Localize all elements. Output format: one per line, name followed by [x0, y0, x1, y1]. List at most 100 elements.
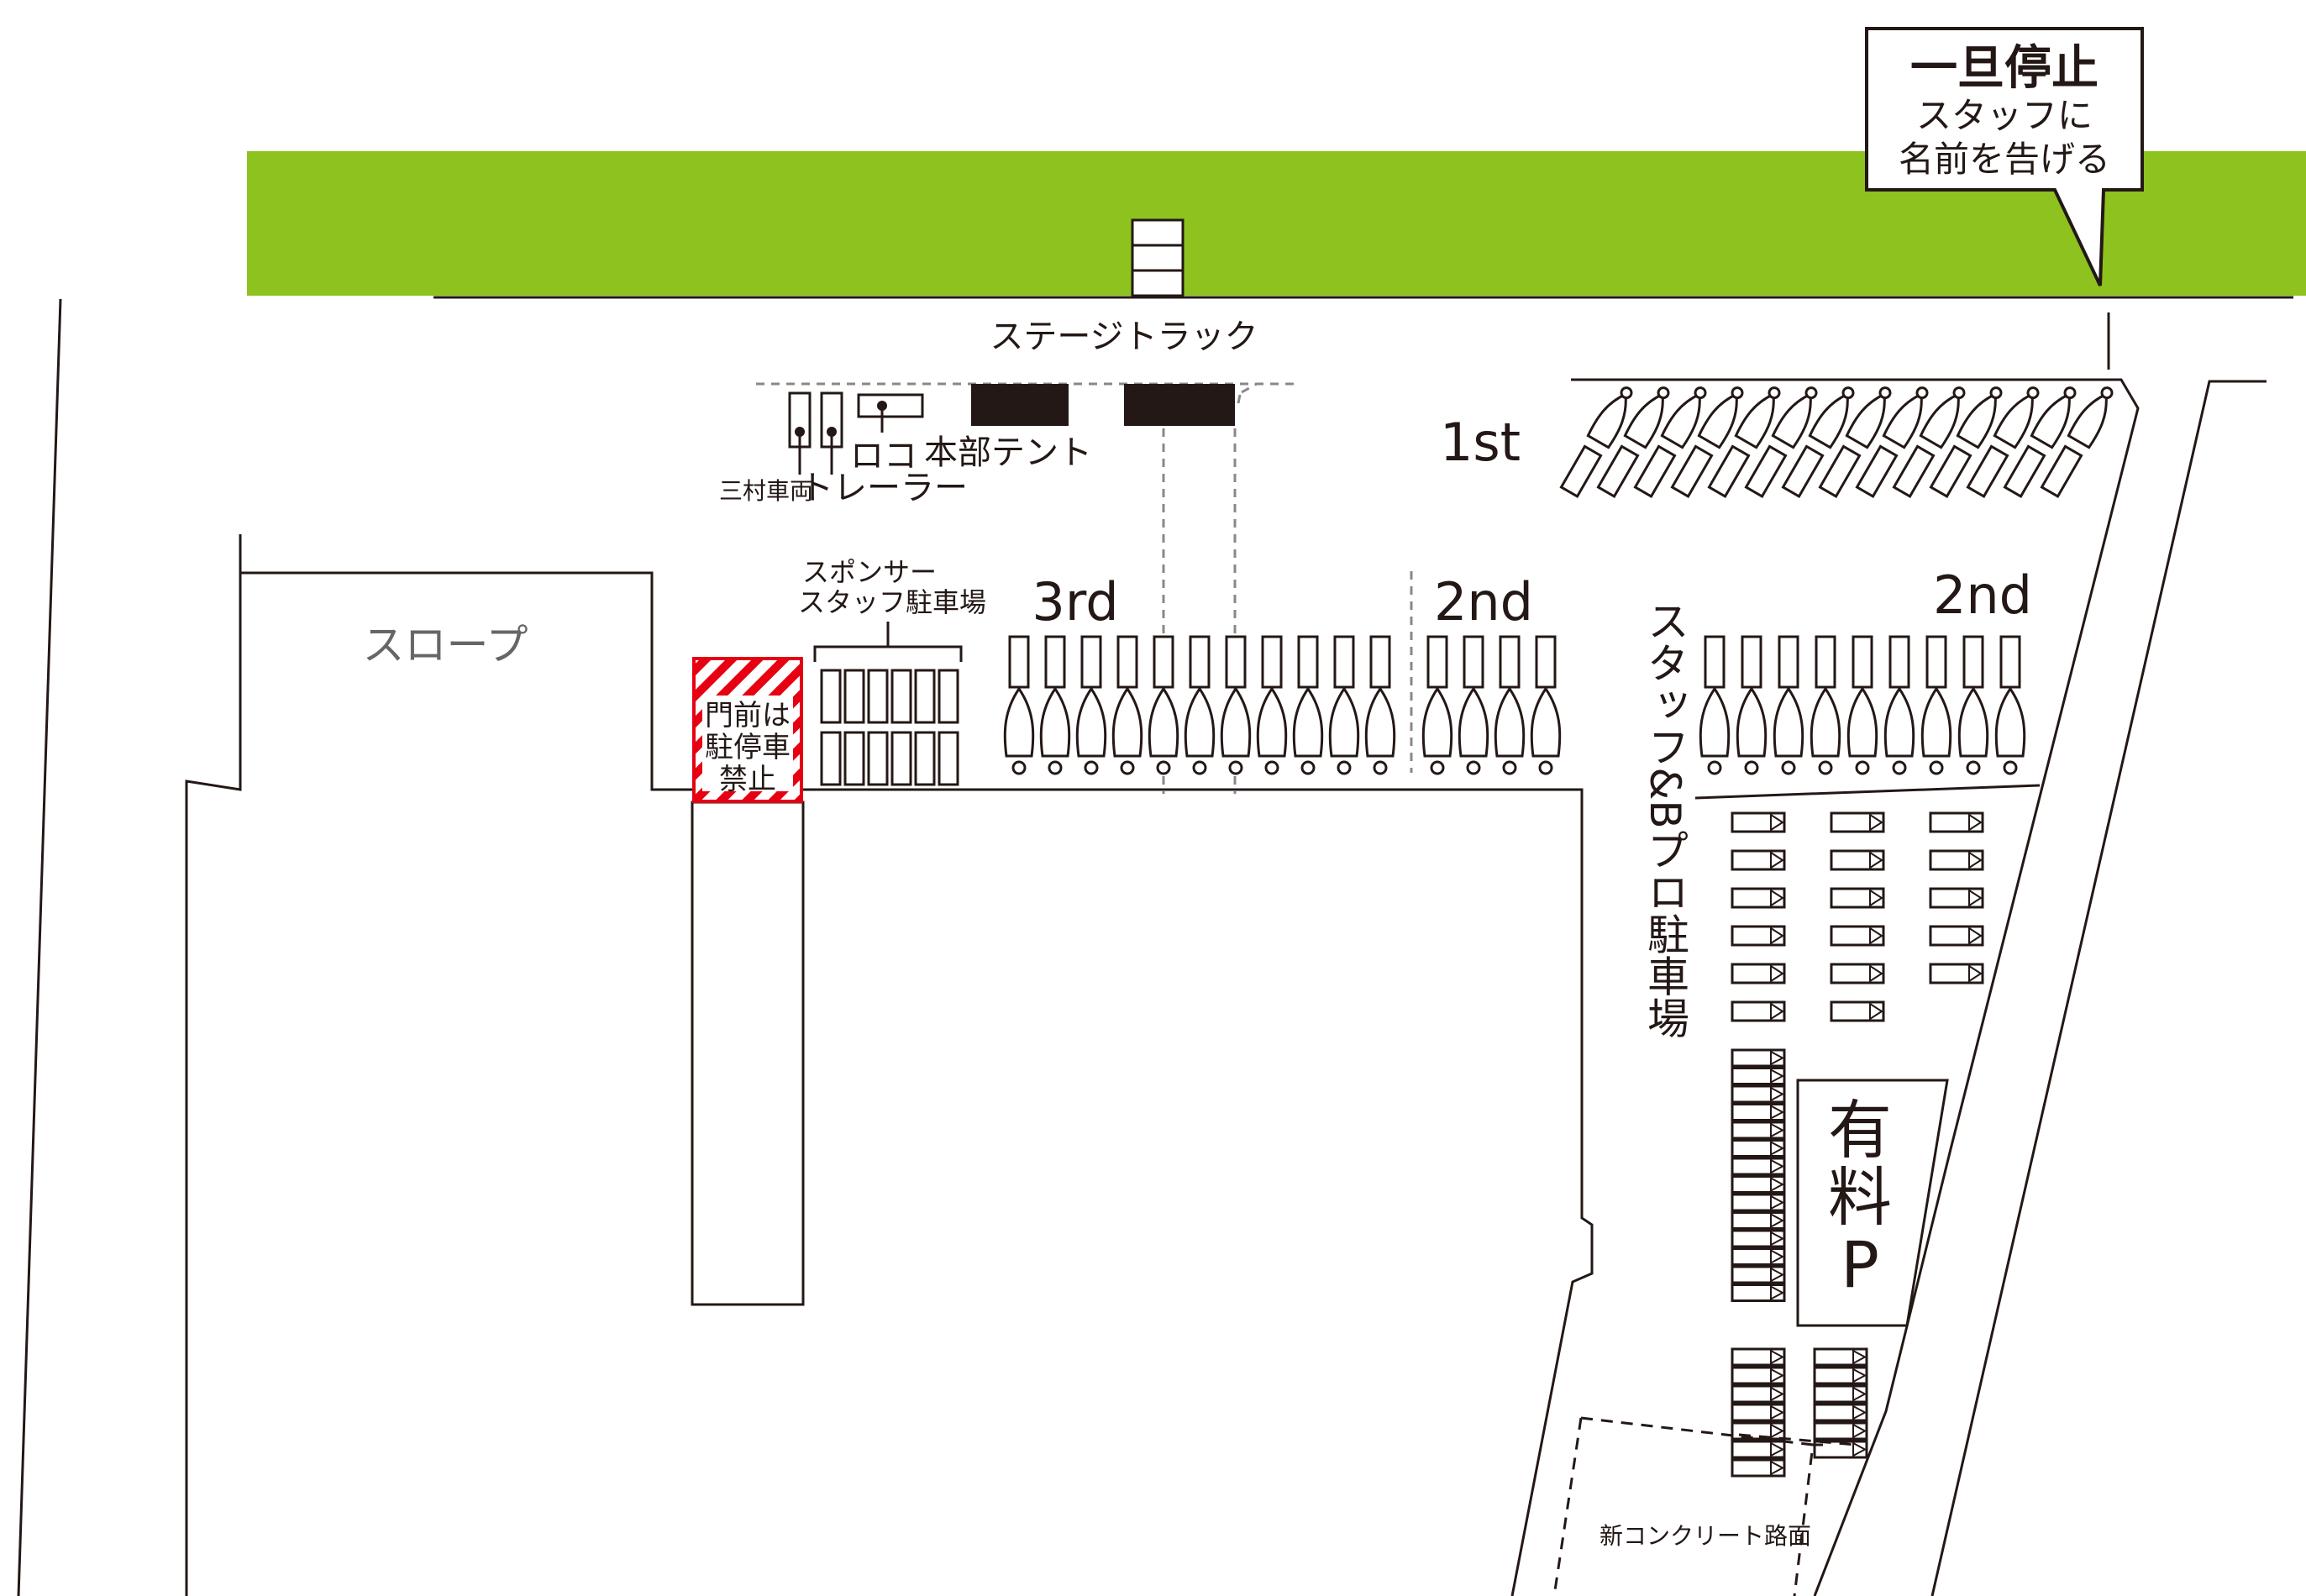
boat-1st-trailer [1892, 444, 1936, 498]
car-body [1830, 849, 1885, 871]
boat-1st-trailer [1559, 444, 1603, 498]
sponsor-slot [914, 669, 936, 724]
boat-hitch [1466, 760, 1481, 775]
boat-hull [1003, 686, 1035, 758]
boat-1st-trailer [1633, 444, 1677, 498]
car-arrow [1968, 813, 1983, 832]
boat-trailer [1369, 635, 1391, 689]
staff-car-lower-col1 [1731, 1347, 1786, 1367]
car-arrow [1770, 1086, 1785, 1102]
boat-1st-hitch [2063, 386, 2077, 400]
boat-hitch [1781, 760, 1796, 775]
paid-parking-line1: 有 [1828, 1093, 1892, 1168]
car-body [1731, 1366, 1786, 1385]
staff-car-dense [1731, 1284, 1786, 1302]
staff-car-dense [1731, 1139, 1786, 1158]
boat-1st-trailer [1744, 444, 1788, 498]
staff-car-col3 [1929, 963, 1984, 984]
boat-hitch [1192, 760, 1207, 775]
boat-1st-hitch [1915, 386, 1929, 400]
boat-trailer [1261, 635, 1283, 689]
car-arrow [1770, 1368, 1785, 1383]
car-arrow [1770, 1404, 1785, 1420]
car-body [1813, 1347, 1868, 1367]
staff-car-dense [1731, 1265, 1786, 1284]
boat-trailer [1333, 635, 1355, 689]
boat-3rd [1148, 635, 1179, 775]
boat-trailer [1297, 635, 1319, 689]
car-body [1929, 887, 1984, 909]
boat-hull [1184, 686, 1216, 758]
boat-1st [1855, 386, 1929, 498]
staff-car-dense [1731, 1193, 1786, 1212]
boat-trailer [1741, 635, 1762, 689]
staff-car-lower-col1 [1731, 1366, 1786, 1385]
boat-1st-trailer [1966, 444, 2009, 498]
boat-3rd [1256, 635, 1288, 775]
car-arrow [1770, 1349, 1785, 1365]
zone-label-2nd-b: 2nd [1933, 564, 2032, 626]
staff-car-col1 [1731, 849, 1786, 871]
boat-hull [1039, 686, 1071, 758]
boat-hull [1736, 686, 1768, 758]
car-body [1731, 1347, 1786, 1367]
boat-hitch [1929, 760, 1944, 775]
car-arrow [1770, 851, 1784, 869]
car-body [1731, 1458, 1786, 1478]
staff-car-col2 [1830, 1000, 1885, 1022]
boat-1st-hull [2067, 392, 2108, 449]
boat-1st-hitch [1989, 386, 2003, 400]
boat-1st [1633, 386, 1707, 498]
boat-2nd-b [1994, 635, 2026, 775]
callout-bubble [1865, 27, 2144, 286]
no-parking-line2: 駐停車 [705, 731, 791, 764]
boat-2nd-a [1494, 635, 1526, 775]
boat-trailer [1704, 635, 1726, 689]
car-arrow [1770, 1194, 1785, 1210]
sponsor-slot [867, 669, 889, 724]
mimura-dot-2 [827, 427, 837, 437]
boat-trailer [1044, 635, 1066, 689]
staff-car-col3 [1929, 849, 1984, 871]
slope-building [185, 571, 694, 1596]
boat-2nd-b [1736, 635, 1768, 775]
car-body [1731, 925, 1786, 947]
staff-car-dense [1731, 1103, 1786, 1121]
boat-1st-hitch [1878, 386, 1892, 400]
boat-hitch [1892, 760, 1907, 775]
boat-hitch [1966, 760, 1981, 775]
car-body [1813, 1403, 1868, 1422]
staff-car-dense [1731, 1067, 1786, 1085]
boat-1st-trailer [1929, 444, 1972, 498]
boat-1st-hull [1734, 392, 1775, 449]
boat-1st-hitch [1804, 386, 1818, 400]
boat-1st-trailer [2040, 444, 2083, 498]
boat-trailer [1225, 635, 1247, 689]
staff-car-dense [1731, 1247, 1786, 1266]
sponsor-slot [914, 731, 936, 786]
boats-2nd-a [1421, 635, 1562, 775]
car-body [1731, 1440, 1786, 1459]
car-body [1731, 1000, 1786, 1022]
boat-1st-hull [1845, 392, 1886, 449]
boat-1st [1670, 386, 1744, 498]
boat-hitch [1744, 760, 1759, 775]
gate-post [691, 801, 805, 1306]
boat-1st-hull [2030, 392, 2071, 449]
sponsor-slot [843, 731, 865, 786]
boat-hull [1920, 686, 1952, 758]
car-body [1731, 1048, 1786, 1068]
boat-1st-hitch [1841, 386, 1855, 400]
zone-label-1st: 1st [1440, 412, 1521, 473]
car-body [1929, 811, 1984, 833]
boat-1st-hull [1882, 392, 1923, 449]
mimura-vehicles [788, 391, 843, 475]
car-body [1813, 1384, 1868, 1404]
honbu-tent-1 [971, 384, 1069, 426]
honbu-tent-label: 本部テント [924, 433, 1092, 472]
boat-1st [1966, 386, 2040, 498]
boat-1st [1818, 386, 1892, 498]
car-body [1929, 963, 1984, 984]
staff-car-dense [1731, 1084, 1786, 1104]
